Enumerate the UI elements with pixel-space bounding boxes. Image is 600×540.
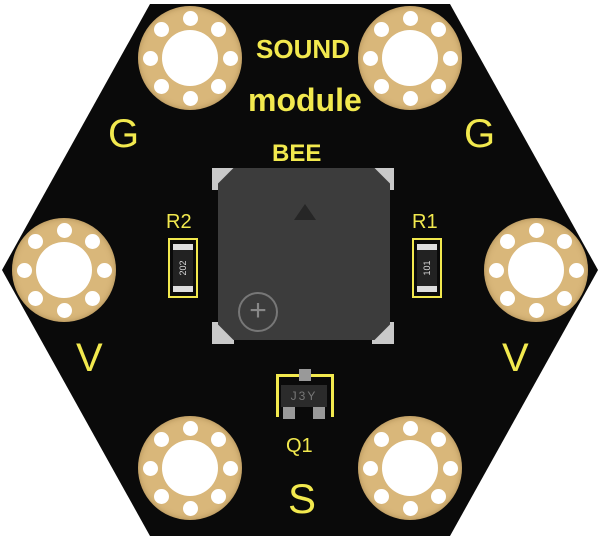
via-hole: [402, 90, 418, 106]
pad-mid-right: [484, 218, 588, 322]
via-hole: [528, 222, 544, 238]
via-hole: [402, 420, 418, 436]
via-hole: [442, 50, 458, 66]
pin-label-g-left: G: [108, 112, 140, 156]
via-hole: [374, 432, 390, 448]
label-bee: BEE: [272, 140, 322, 167]
via-hole: [430, 78, 446, 94]
triangle-icon: [294, 204, 316, 220]
pad-top-right: [358, 6, 462, 110]
via-hole: [402, 10, 418, 26]
via-hole: [96, 262, 112, 278]
via-hole: [362, 50, 378, 66]
via-hole: [556, 290, 572, 306]
via-hole: [528, 302, 544, 318]
via-hole: [222, 50, 238, 66]
via-hole: [210, 488, 226, 504]
via-hole: [374, 22, 390, 38]
transistor-q1: J3Y: [276, 369, 334, 419]
via-hole: [154, 22, 170, 38]
via-hole: [430, 22, 446, 38]
r2-label: R2: [166, 211, 192, 233]
pad-mid-left: [12, 218, 116, 322]
title-module: module: [248, 82, 362, 118]
via-hole: [182, 10, 198, 26]
r1-label: R1: [412, 211, 438, 233]
title-sound: SOUND: [256, 34, 350, 64]
pin-label-g-right: G: [464, 112, 496, 156]
via-hole: [210, 22, 226, 38]
via-hole: [182, 500, 198, 516]
resistor-r2: 202: [168, 238, 198, 298]
via-hole: [154, 78, 170, 94]
via-hole: [56, 302, 72, 318]
via-hole: [430, 432, 446, 448]
pin-label-v-right: V: [502, 336, 529, 380]
via-hole: [142, 460, 158, 476]
q1-label: Q1: [286, 435, 313, 457]
via-hole: [500, 234, 516, 250]
resistor-r1: 101: [412, 238, 442, 298]
via-hole: [500, 290, 516, 306]
pin-label-s: S: [288, 475, 317, 522]
pin-label-v-left: V: [76, 336, 103, 380]
via-hole: [374, 78, 390, 94]
via-hole: [362, 460, 378, 476]
via-hole: [84, 234, 100, 250]
via-hole: [154, 432, 170, 448]
via-hole: [142, 50, 158, 66]
buzzer: +: [218, 168, 390, 340]
via-hole: [556, 234, 572, 250]
via-hole: [374, 488, 390, 504]
pad-bottom-right: [358, 416, 462, 520]
via-hole: [210, 78, 226, 94]
via-hole: [84, 290, 100, 306]
via-hole: [182, 420, 198, 436]
via-hole: [442, 460, 458, 476]
plus-icon: +: [238, 292, 278, 332]
via-hole: [154, 488, 170, 504]
via-hole: [210, 432, 226, 448]
via-hole: [56, 222, 72, 238]
via-hole: [430, 488, 446, 504]
via-hole: [488, 262, 504, 278]
via-hole: [222, 460, 238, 476]
pad-top-left: [138, 6, 242, 110]
via-hole: [182, 90, 198, 106]
via-hole: [568, 262, 584, 278]
via-hole: [402, 500, 418, 516]
via-hole: [28, 290, 44, 306]
via-hole: [28, 234, 44, 250]
via-hole: [16, 262, 32, 278]
pad-bottom-left: [138, 416, 242, 520]
